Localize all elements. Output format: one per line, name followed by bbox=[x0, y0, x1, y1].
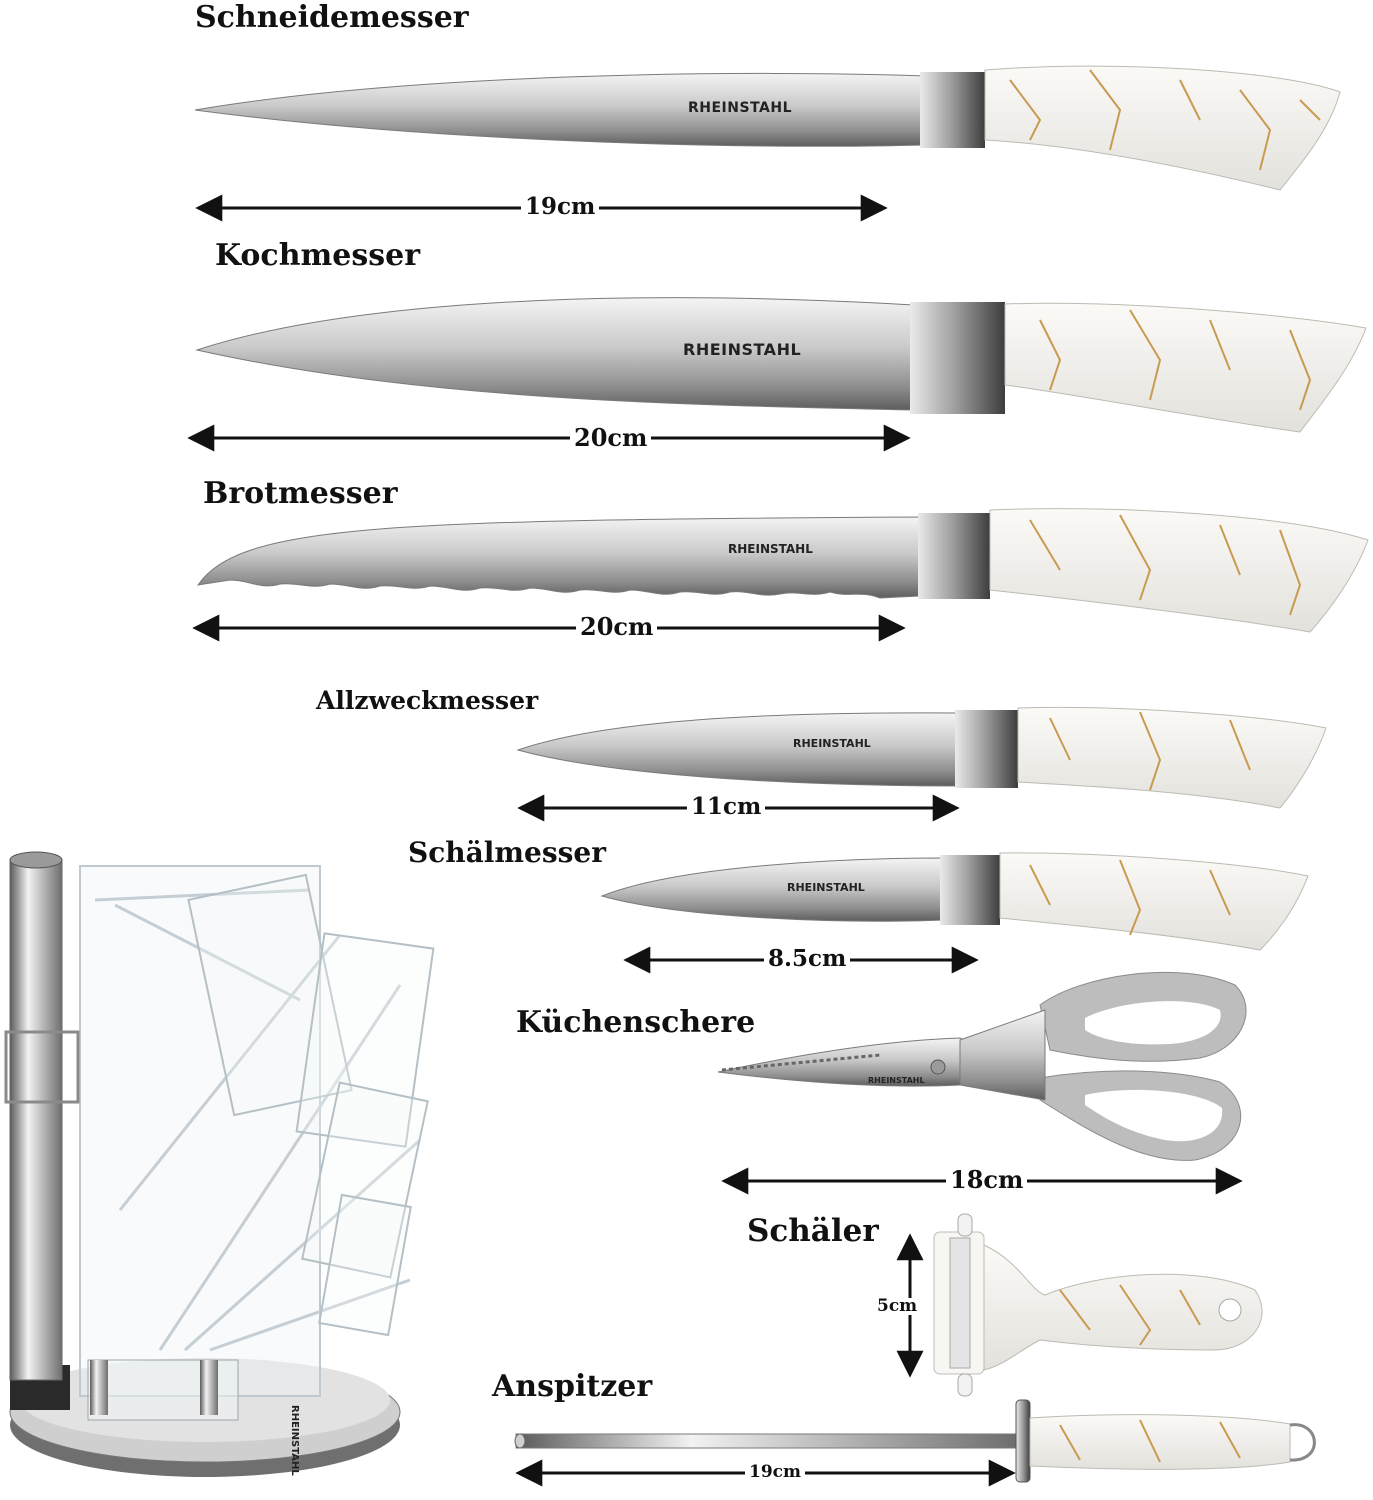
length-allzweckmesser: 11cm bbox=[687, 795, 766, 818]
item-name-kochmesser: Kochmesser bbox=[215, 238, 421, 273]
brand-logo-schneidemesser: RHEINSTAHL bbox=[688, 100, 793, 116]
length-anspitzer: 19cm bbox=[745, 1464, 805, 1481]
item-name-brotmesser: Brotmesser bbox=[203, 476, 398, 511]
length-kuechenschere: 18cm bbox=[946, 1168, 1028, 1192]
brand-logo-stand: RHEINSTAHL bbox=[289, 1405, 300, 1476]
length-kochmesser: 20cm bbox=[570, 426, 652, 450]
brand-logo-kochmesser: RHEINSTAHL bbox=[683, 340, 802, 359]
knife-brotmesser bbox=[196, 508, 1369, 633]
item-name-schaeler: Schäler bbox=[747, 1213, 879, 1249]
knife-block-stand bbox=[4, 851, 435, 1477]
item-name-schneidemesser: Schneidemesser bbox=[195, 0, 469, 35]
peeler-schaeler bbox=[933, 1213, 1263, 1397]
item-name-kuechenschere: Küchenschere bbox=[516, 1005, 756, 1040]
length-schaelmesser: 8.5cm bbox=[764, 947, 851, 970]
knife-schneidemesser bbox=[194, 65, 1341, 191]
brand-logo-kuechenschere: RHEINSTAHL bbox=[868, 1076, 925, 1085]
knife-schaelmesser bbox=[600, 852, 1309, 951]
item-name-schaelmesser: Schälmesser bbox=[408, 836, 606, 869]
scissors-kuechenschere bbox=[717, 971, 1247, 1161]
length-schaeler: 5cm bbox=[873, 1298, 922, 1315]
knife-kochmesser bbox=[195, 297, 1367, 433]
item-name-allzweckmesser: Allzweckmesser bbox=[316, 686, 539, 715]
brand-logo-brotmesser: RHEINSTAHL bbox=[728, 542, 813, 556]
sharpener-anspitzer bbox=[514, 1399, 1316, 1483]
item-name-anspitzer: Anspitzer bbox=[492, 1369, 653, 1404]
brand-logo-schaelmesser: RHEINSTAHL bbox=[787, 881, 865, 894]
brand-logo-allzweckmesser: RHEINSTAHL bbox=[793, 737, 871, 750]
length-brotmesser: 20cm bbox=[576, 615, 658, 639]
knife-allzweckmesser bbox=[516, 706, 1327, 809]
length-schneidemesser: 19cm bbox=[521, 195, 600, 218]
